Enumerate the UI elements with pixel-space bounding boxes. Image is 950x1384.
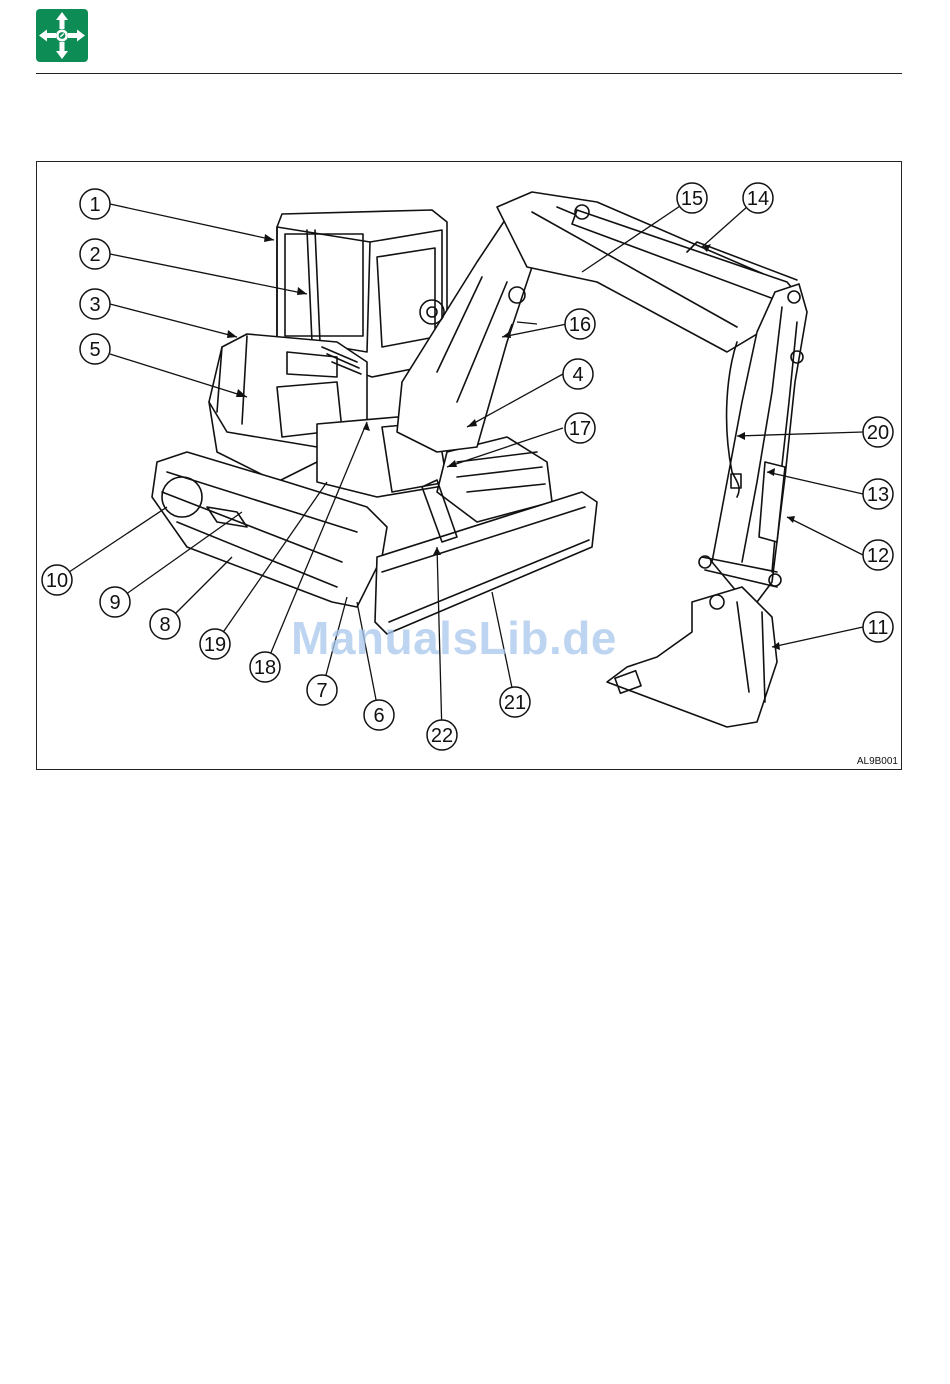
excavator-illustration: 1 2 3 4 5 6 7 8 9 10 11 12 13 14 15 16 1… xyxy=(37,162,903,771)
callout-1: 1 xyxy=(89,194,100,216)
callout-8: 8 xyxy=(159,614,170,636)
callout-6: 6 xyxy=(373,705,384,727)
callout-2: 2 xyxy=(89,244,100,266)
watermark-text: ManualsLib.de xyxy=(291,611,617,665)
callout-4: 4 xyxy=(572,364,583,386)
callout-16: 16 xyxy=(569,314,591,336)
callout-21: 21 xyxy=(504,692,526,714)
callout-20: 20 xyxy=(867,422,889,444)
figure-code: AL9B001 xyxy=(857,756,898,767)
callout-12: 12 xyxy=(867,545,889,567)
callout-17: 17 xyxy=(569,418,591,440)
header-divider xyxy=(36,73,902,74)
callout-9: 9 xyxy=(109,592,120,614)
callout-13: 13 xyxy=(867,484,889,506)
callout-3: 3 xyxy=(89,294,100,316)
excavator-figure: 1 2 3 4 5 6 7 8 9 10 11 12 13 14 15 16 1… xyxy=(36,161,902,770)
navigation-arrows-icon xyxy=(36,9,88,62)
callout-11: 11 xyxy=(868,617,889,639)
callout-10: 10 xyxy=(46,570,68,592)
callout-15: 15 xyxy=(681,188,703,210)
callout-18: 18 xyxy=(254,657,276,679)
callout-19: 19 xyxy=(204,634,226,656)
callout-22: 22 xyxy=(431,725,453,747)
callout-7: 7 xyxy=(316,680,327,702)
callout-5: 5 xyxy=(89,339,100,361)
callout-14: 14 xyxy=(747,188,769,210)
